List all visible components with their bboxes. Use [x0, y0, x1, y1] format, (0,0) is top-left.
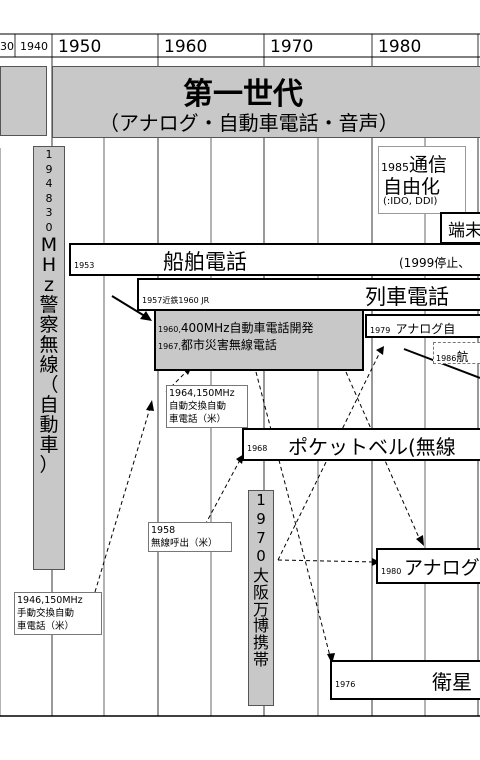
osaka-char: 阪: [252, 582, 269, 602]
terminal-box: 端末: [440, 212, 480, 244]
osaka-char: 1: [256, 491, 266, 509]
osaka-char: 7: [256, 528, 266, 547]
police-char: （: [39, 373, 59, 396]
aviation-1986-box: 1986航: [433, 342, 480, 364]
police-char: 1: [45, 148, 53, 161]
ship-telephone-bar: 1953 船舶電話 (1999停止、: [69, 243, 480, 276]
police-char: 自: [39, 393, 59, 416]
satellite-bar: 1976 衛星: [330, 660, 480, 700]
year-tick-1970: 1970: [270, 37, 314, 57]
analog-1980-bar: 1980 アナログ: [376, 548, 480, 584]
train-telephone-bar: 1957近鉄1960 JR 列車電話: [137, 278, 480, 311]
auto-exchange-1964-note: 1964,150MHz 自動交換自動 車電話（米）: [166, 385, 248, 428]
police-char: 3: [45, 206, 53, 220]
police-char: H: [41, 254, 57, 277]
police-char: z: [44, 274, 54, 297]
police-char: 察: [39, 314, 59, 337]
pager-bar: 1968 ポケットベル(無線: [242, 428, 480, 461]
police-char: 線: [39, 353, 59, 376]
police-char: 動: [39, 413, 59, 436]
police-char: 9: [45, 162, 53, 176]
osaka-char: 携: [252, 633, 269, 653]
analog-car-phone-1979-bar: 1979 アナログ自: [365, 314, 480, 338]
police-char: 無: [39, 333, 59, 356]
osaka-char: 博: [252, 616, 269, 636]
osaka-char: 9: [256, 509, 266, 528]
police-char: M: [40, 234, 58, 257]
police-char: ）: [39, 453, 59, 476]
car-phone-development-box: 1960,400MHz自動車電話開発 1967,都市災害無線電話: [154, 309, 364, 371]
previous-era-block: [0, 66, 47, 136]
police-char: 4: [45, 177, 53, 191]
police-char: 0: [45, 220, 53, 234]
generation-header: 第一世代 （アナログ・自動車電話・音声）: [52, 66, 480, 138]
osaka-char: 大: [252, 566, 269, 585]
police-char: 警: [39, 294, 59, 317]
generation-subtitle: （アナログ・自動車電話・音声）: [99, 111, 399, 135]
year-tick-1950: 1950: [58, 37, 102, 57]
police-char: 8: [45, 191, 53, 205]
liberalization-box: 1985通信 自由化 (:IDO, DDI): [378, 146, 466, 214]
osaka-char: 0: [256, 547, 266, 566]
police-char: 車: [39, 433, 59, 456]
generation-title: 第一世代: [183, 77, 303, 112]
osaka-char: 帯: [252, 649, 269, 669]
year-tick-1980: 1980: [378, 37, 422, 57]
year-tick-1960: 1960: [164, 37, 208, 57]
osaka-char: 万: [252, 599, 269, 619]
year-tick-1940: 1940: [20, 40, 48, 53]
radio-paging-1958-note: 1958 無線呼出（米）: [148, 522, 232, 552]
year-tick-30: 30: [0, 40, 14, 53]
manual-exchange-1946-note: 1946,150MHz 手動交換自動 車電話（米）: [14, 592, 102, 635]
